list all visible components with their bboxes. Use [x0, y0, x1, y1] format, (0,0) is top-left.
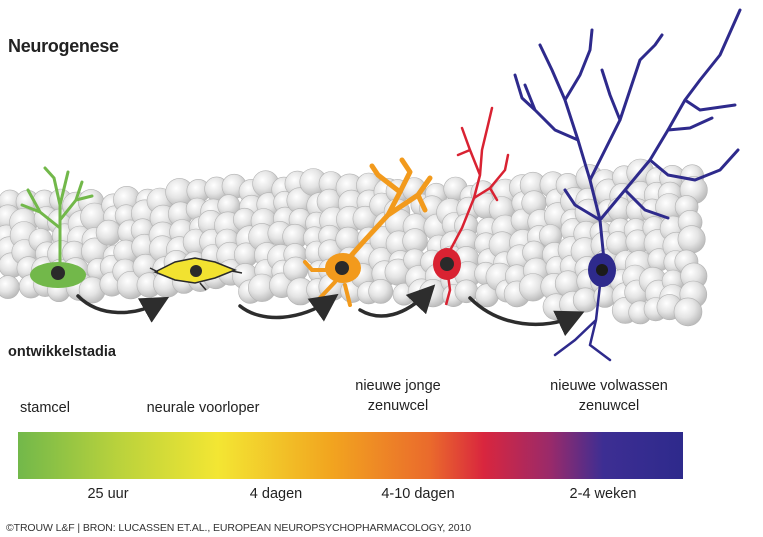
stage-label-nieuwe-jonge-zenuwcel: nieuwe jonge zenuwcel: [355, 378, 441, 414]
transition-arrows: [76, 284, 585, 337]
timeline-label-25-uur: 25 uur: [87, 486, 129, 502]
stamcel-cell: [20, 166, 94, 288]
source-credit: ©TROUW L&F | BRON: LUCASSEN ET.AL., EURO…: [6, 522, 471, 534]
stage-label-stamcel: stamcel: [20, 400, 70, 416]
tissue-cell: [673, 297, 703, 327]
arrow-stamcel-voorloper: [76, 294, 170, 323]
tissue-cell: [454, 279, 479, 304]
tissue-cell: [368, 278, 394, 304]
arrow-voorloper-jong: [238, 293, 339, 322]
tissue-cell: [0, 275, 20, 299]
arrow-jong-rood: [358, 284, 436, 318]
timeline-label-2-4-weken: 2-4 weken: [569, 486, 637, 502]
jonge-zenuwcel-red: [433, 106, 510, 306]
tissue-cell: [572, 287, 598, 313]
diagram-title: Neurogenese: [8, 36, 119, 56]
timeline-label-4-10-dagen: 4-10 dagen: [381, 486, 455, 502]
tissue-cells: [0, 158, 708, 327]
stage-label-nieuwe-volwassen-zenuwcel: nieuwe volwassen zenuwcel: [550, 378, 668, 414]
volwassen-zenuwcel: [513, 8, 742, 362]
timeline-label-4-dagen: 4 dagen: [249, 486, 303, 502]
stage-label-neurale-voorloper: neurale voorloper: [146, 400, 260, 416]
ontwikkelstadia-label: ontwikkelstadia: [8, 344, 116, 360]
tissue-cell: [677, 225, 706, 254]
arrow-rood-volwassen: [468, 296, 585, 337]
neurale-voorloper-cell: [149, 257, 243, 291]
development-gradient-bar: [18, 432, 683, 479]
